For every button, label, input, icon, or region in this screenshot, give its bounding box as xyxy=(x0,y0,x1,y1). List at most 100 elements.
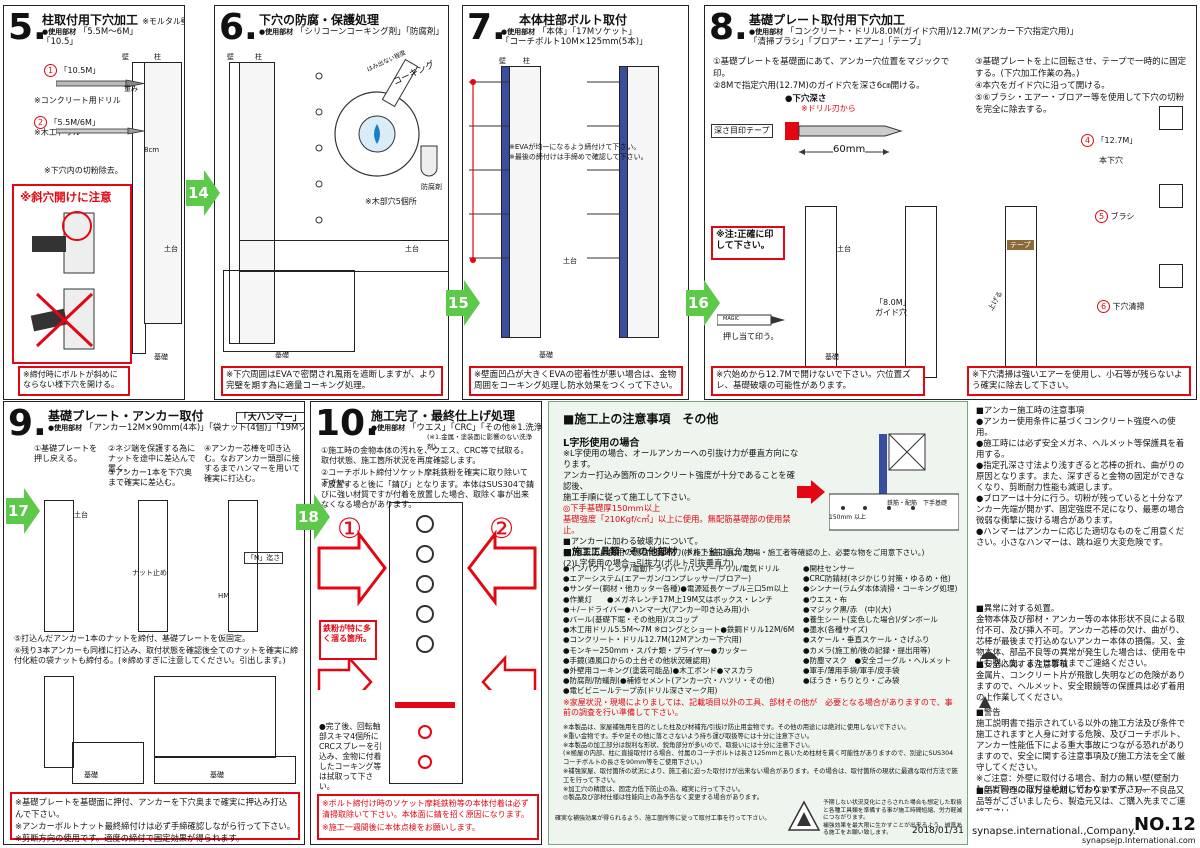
footer-mid-note: 予期しない状況変化にさらされた場合も想定した取扱と各種工具類を準備する事が施工時… xyxy=(823,800,963,836)
step-9-footer: ※基礎プレートを基礎面に押付、アンカーを下穴奥まで確実に押込み打込んで下さい。 … xyxy=(10,792,300,843)
tools-red-note: ※家屋状況・現場によりましては、記載項目以外の工具、部材その他が 必要となる場合… xyxy=(563,698,953,717)
warning-icon xyxy=(979,696,991,708)
tools-right-list: ●開柱センサー ●CRC防錆材(ネジかじり対策・ゆるめ・他) ●シンナー(ラムダ… xyxy=(803,564,958,686)
kiso-label-e: 基礎 xyxy=(210,771,224,779)
step-10-number: 10. xyxy=(315,403,379,444)
website-url: synapsejp.International.com xyxy=(1082,836,1196,845)
cleanup-note: ※下穴内の切粉除去。 xyxy=(44,166,123,175)
depth-label: ●下穴深さ xyxy=(785,94,827,104)
step-8-footer-right: ※下穴清掃は強いエアーを使用し、小石等が残らないよう確実に除去して下さい。 xyxy=(967,366,1191,396)
quality-notes: ■品質管理には万全を期しておりますが、万一不良品又品等がございましたら、製造元又… xyxy=(976,785,1186,811)
oblique-ok-diagram xyxy=(32,211,95,274)
kiso-label: 基礎 xyxy=(154,353,168,361)
weight-label: 重み xyxy=(124,85,138,93)
wall-label: 壁 xyxy=(499,57,506,65)
anchor-notes: ■アンカー施工時の注意事項 ●アンカー使用条件に基づくコンクリート強度への使用。… xyxy=(976,405,1185,547)
tick-box-1 xyxy=(1159,106,1183,130)
step-8-title: 基礎プレート取付用下穴加工 xyxy=(749,13,906,27)
highlight-arrows xyxy=(317,529,537,690)
footer-left-note: 確実な補強効果が得られるよう、施工箇所等に従って取付工事を行って下さい。 xyxy=(555,815,771,822)
honshita-label: 本下穴 xyxy=(1099,156,1123,165)
materials-note: (※1.金属・塗装面に影響のない洗浄剤) xyxy=(427,433,533,451)
fig-e-kiso xyxy=(154,756,296,784)
step-9-title: 基礎プレート・アンカー取付 「大ハンマー」 xyxy=(48,407,304,424)
tick-box-3 xyxy=(1159,264,1183,288)
pillar-label: 柱 xyxy=(523,57,530,65)
circle-2-label: ② xyxy=(489,512,515,545)
oblique-warning-title: ※斜穴開けに注意 xyxy=(20,190,112,204)
fig-b-wall xyxy=(138,500,168,632)
step-arrow-15: 15 xyxy=(446,280,480,326)
step-9-step-1: ①基礎プレートを押し戻える。 xyxy=(34,444,98,463)
kiso-label: 基礎 xyxy=(539,351,553,359)
step-10-header: 10. 施工完了・最終仕上げ処理 ●使用部材 「ウエス」「CRC」「その他※1.… xyxy=(315,403,541,445)
l-usage-text: ※L字使用の場合、オールアンカーへの引抜け力が垂直方向になります。 アンカー打込… xyxy=(563,448,799,568)
fine-notes: ※本製品は、家屋補強用を目的とした柱及び材補充/引抜け防止用金物です。その他の用… xyxy=(563,724,958,802)
depth-drill-diagram xyxy=(785,122,903,155)
fig-e-plate xyxy=(154,676,276,758)
step-8-number: 8. xyxy=(709,7,748,48)
step-9-step-5: ⑤打込んだアンカー1本のナットを締付、基礎プレートを仮固定。 xyxy=(14,634,250,643)
dim-8cm: 8cm xyxy=(144,146,160,154)
step-5-number: 5. xyxy=(8,7,47,48)
kiso-label-d: 基礎 xyxy=(84,771,98,779)
n-insert-label: 「N」迄さ xyxy=(244,552,284,564)
holes-label: ※木部穴5個所 xyxy=(365,197,417,206)
wood-drill xyxy=(56,127,145,135)
step-7-footer: ※壁面凹凸が大きくEVAの密着性が悪い場合は、金物周囲をコーキング処理し防水効果… xyxy=(469,366,683,396)
hm-label: HM xyxy=(218,592,230,600)
hole-markers xyxy=(315,72,323,224)
pillar-label: 柱 xyxy=(154,53,161,61)
step-9-header: 9. 基礎プレート・アンカー取付 「大ハンマー」 ●使用部材 「アンカー12M×… xyxy=(8,403,304,445)
step-8-materials: ●使用部材 「コンクリート・ドリル8.0M(ガイド穴用)/12.7M(アンカー下… xyxy=(749,27,1079,47)
fig-b-wall xyxy=(905,206,937,378)
step-10-step-note: ※放置すると後に「錆び」となります。本体はSUS304で錆びに強い材質ですが付着… xyxy=(321,480,534,509)
rebar-label: 鉄筋・配筋 xyxy=(887,500,918,507)
brush-label: 5 ブラシ xyxy=(1095,210,1134,223)
dodai-label: 土台 xyxy=(563,257,577,265)
step-7-materials: ●使用部材 「本体」「17Mソケット」 「コーチボルト10M×125mm(5本)… xyxy=(501,27,648,47)
caution-panel: ■施工上の注意事項 その他 L字形使用の場合 ※L字使用の場合、オールアンカーへ… xyxy=(548,401,968,845)
step-6-materials: ●使用部材 「シリコーンコーキング剤」「防腐剤」 xyxy=(259,27,444,37)
step-8-footer-left: ※穴始めから12.7Mで開けないで下さい。穴位置ズレ、基礎破壊の可能性があります… xyxy=(711,366,925,396)
issue-date: 2018/01/31 xyxy=(912,826,964,836)
step-9-materials: ●使用部材 「アンカー12M×90mm(4本)」「袋ナット(4個)」「19Mソケ… xyxy=(48,423,304,433)
step-5-header: 5. 柱取付用下穴加工 ※モルタル壁の場合 ●使用部材 「5.5M～6M」 「1… xyxy=(8,7,184,49)
step-10-footer: ※ボルト締付け時のソケット摩耗鉄粉等の本体付着は必ず清掃取除いて下さい。本体面に… xyxy=(317,794,539,840)
company-logo xyxy=(787,800,821,831)
drill-b-label: 2 「5.5M/6M」 xyxy=(34,116,100,129)
circle-1-label: ① xyxy=(337,512,363,545)
step-6-header: 6. 下穴の防腐・保護処理 ●使用部材 「シリコーンコーキング剤」「防腐剤」 xyxy=(219,9,444,49)
step-9-number: 9. xyxy=(8,403,47,444)
l-usage-arrow xyxy=(797,480,825,504)
tick-box-2 xyxy=(1159,184,1183,208)
l-usage-title: L字形使用の場合 xyxy=(563,438,640,449)
step-7-number: 7. xyxy=(467,7,506,48)
clean-label: 6 下穴清掃 xyxy=(1097,300,1145,313)
panel-step-6: 6. 下穴の防腐・保護処理 ●使用部材 「シリコーンコーキング剤」「防腐剤」 壁… xyxy=(214,5,449,400)
step-arrow-16: 16 xyxy=(686,280,720,326)
dodai-block xyxy=(239,240,448,272)
step-9-step-4: ④アンカー芯棒を叩き込む。なおアンカー頭部に接するまでハンマーを用いて確実に打込… xyxy=(204,444,300,483)
fig-c-wall xyxy=(1005,206,1037,378)
drill-a-name: ※コンクリート用ドリル xyxy=(34,96,121,105)
depth-dim: 60mm xyxy=(833,144,866,155)
step-9-step-6: ⑥残り3本アンカーも同様に打込み、取付状態を確認後全てのナットを確実に締付化粧の… xyxy=(14,646,298,665)
step-9-step-2: ②ネジ端を保護する為にナットを途中に差込んで置く。 xyxy=(108,444,196,473)
step-5-footer: ※締付時にボルトが斜めにならない様下穴を開ける。 xyxy=(18,366,130,396)
company-name: synapse.international.,Company. xyxy=(972,826,1136,837)
dodai-label: 土台 xyxy=(405,245,419,253)
caution-title: ■施工上の注意事項 その他 xyxy=(563,412,719,426)
l-usage-diagram xyxy=(829,433,959,531)
pillar-label: 柱 xyxy=(255,53,262,61)
lower-foundation-label: 下手基礎 xyxy=(923,500,948,507)
mark-note-box: ※注:正確に印して下さい。 xyxy=(711,226,785,260)
depth-tape-label: 深さ目印テープ xyxy=(711,124,773,138)
step-10-step-1: ①施工時の金物本体の汚れを、ウエス、CRC等で拭取る。取付状態、施工箇所状況を再… xyxy=(321,446,529,465)
dodai-label: 土台 xyxy=(837,245,851,253)
dodai-label: 土台 xyxy=(164,245,178,253)
oblique-warning-box: ※斜穴開けに注意 xyxy=(12,184,132,364)
last-tighten-note: ※最後の締付けは手締めで確認して下さい。 xyxy=(509,153,648,161)
step-6-title: 下穴の防腐・保護処理 xyxy=(259,13,380,27)
step-8-steps-right: ③基礎プレートを上に回転させ、テープで一時的に固定する。(下穴加工作業の為。) … xyxy=(975,57,1187,115)
